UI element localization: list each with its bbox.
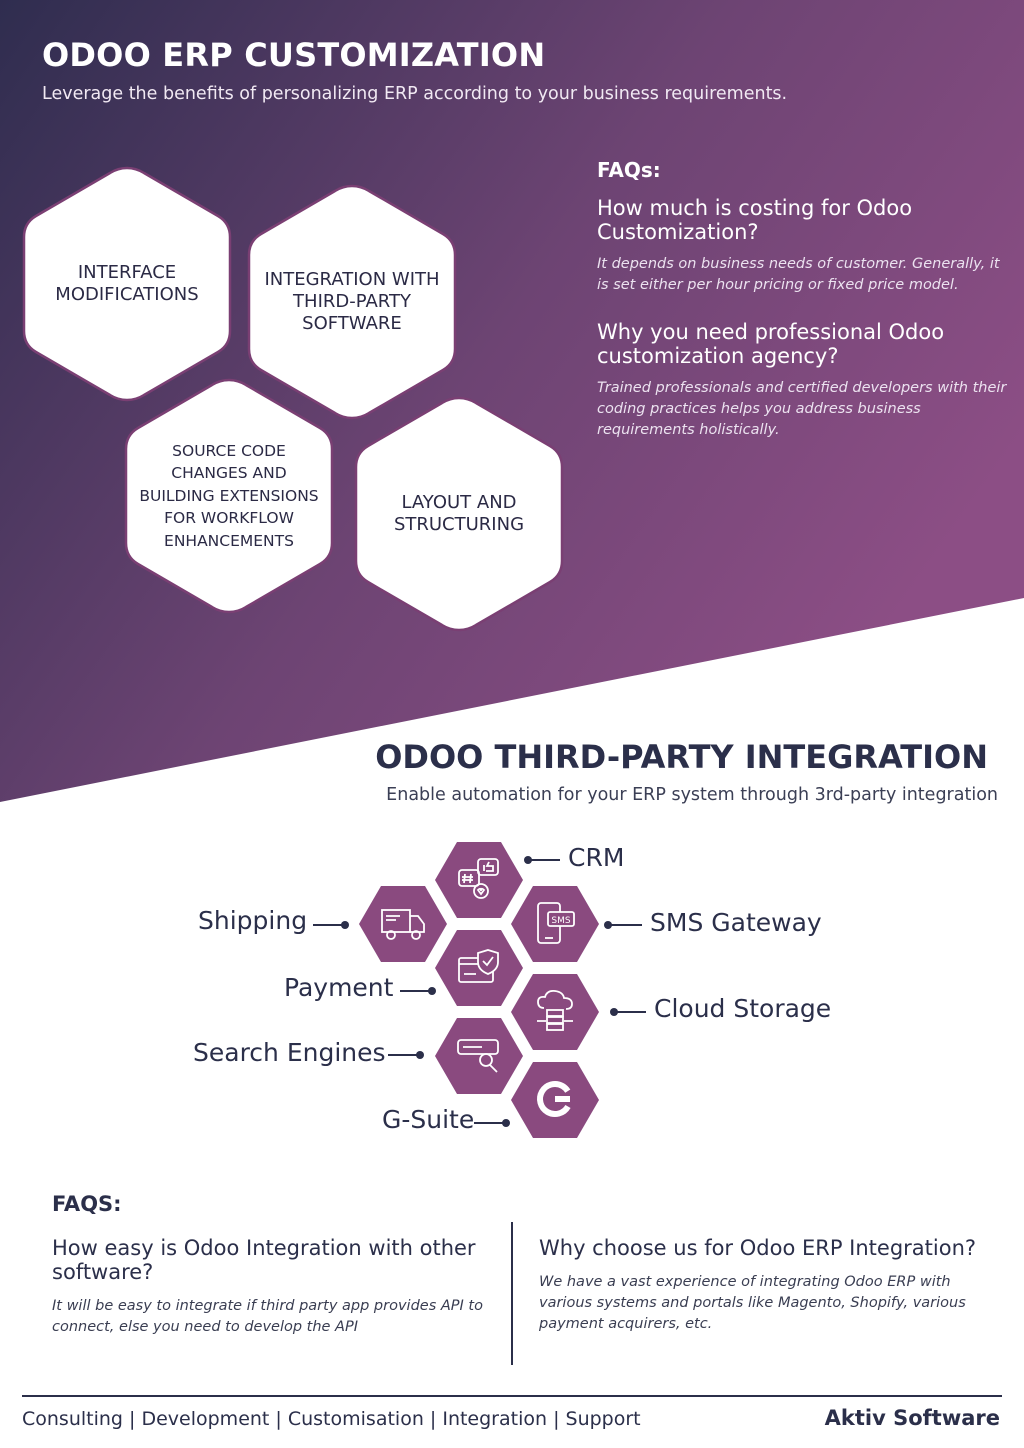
search-engines-hex [434, 1016, 524, 1096]
faq-answer: It will be easy to integrate if third pa… [52, 1298, 483, 1335]
customization-faq: FAQs: How much is costing for Odoo Custo… [597, 158, 1012, 465]
integration-faq-item: How easy is Odoo Integration with other … [52, 1236, 500, 1338]
faq-answer: Trained professionals and certified deve… [597, 380, 1007, 438]
faq-question: How much is costing for Odoo Customizati… [597, 196, 913, 244]
hex-label: SOURCE CODE CHANGES AND BUILDING EXTENSI… [139, 441, 319, 550]
payment-card-shield-icon [458, 949, 499, 983]
integration-label-payment: Payment [284, 973, 394, 1002]
integration-faq-heading: FAQS: [52, 1192, 122, 1216]
customization-title: ODOO ERP CUSTOMIZATION [42, 36, 546, 74]
faq-answer: It depends on business needs of customer… [597, 256, 1000, 293]
integration-subtitle: Enable automation for your ERP system th… [386, 785, 998, 805]
svg-text:SMS: SMS [551, 916, 570, 926]
crm-hex [434, 840, 524, 920]
g-suite-hex [510, 1060, 600, 1140]
integration-title: ODOO THIRD-PARTY INTEGRATION [375, 738, 988, 776]
payment-hex [434, 928, 524, 1008]
search-bar-icon [457, 1039, 499, 1073]
sms-phone-icon: SMS [537, 902, 575, 944]
connector-cloud-storage [610, 1008, 646, 1016]
faq-question: Why choose us for Odoo ERP Integration? [539, 1236, 977, 1260]
faq-answer: We have a vast experience of integrating… [539, 1274, 966, 1332]
hex-interface-modifications: INTERFACE MODIFICATIONS [22, 166, 232, 402]
connector-crm [524, 856, 560, 864]
cloud-server-icon [537, 989, 573, 1031]
footer-brand: Aktiv Software [824, 1406, 1000, 1430]
truck-icon [381, 909, 425, 940]
faq-question: Why you need professional Odoo customiza… [597, 320, 945, 368]
customization-subtitle: Leverage the benefits of personalizing E… [42, 84, 788, 104]
cloud-storage-hex [510, 972, 600, 1052]
connector-sms-gateway [604, 921, 642, 929]
footer-services: Consulting | Development | Customisation… [22, 1408, 641, 1430]
shipping-hex [358, 884, 448, 964]
integration-label-g-suite: G-Suite [382, 1105, 475, 1134]
google-g-icon [537, 1081, 573, 1117]
hex-label: INTEGRATION WITH THIRD-PARTY SOFTWARE [264, 269, 440, 334]
integration-label-search-engines: Search Engines [193, 1038, 386, 1067]
connector-payment [400, 987, 436, 995]
faq-divider [511, 1222, 513, 1365]
footer-divider [22, 1395, 1002, 1397]
hex-layout-structuring: LAYOUT AND STRUCTURING [354, 396, 564, 632]
connector-search-engines [388, 1051, 424, 1059]
hex-label: LAYOUT AND STRUCTURING [393, 492, 525, 535]
integration-label-sms-gateway: SMS Gateway [650, 908, 822, 937]
faq-question: How easy is Odoo Integration with other … [52, 1236, 476, 1284]
integration-label-cloud-storage: Cloud Storage [654, 994, 832, 1023]
connector-g-suite [474, 1119, 510, 1127]
integration-faq-item: Why choose us for Odoo ERP Integration? … [539, 1236, 999, 1335]
hex-third-party-integration: INTEGRATION WITH THIRD-PARTY SOFTWARE [247, 184, 457, 420]
integration-label-shipping: Shipping [198, 906, 308, 935]
connector-shipping [313, 921, 349, 929]
hex-source-code-changes: SOURCE CODE CHANGES AND BUILDING EXTENSI… [124, 378, 334, 614]
hex-label: INTERFACE MODIFICATIONS [55, 262, 199, 305]
crm-social-icon [458, 858, 499, 899]
sms-gateway-hex: SMS [510, 884, 600, 964]
faq-heading: FAQs: [597, 158, 661, 182]
integration-label-crm: CRM [568, 843, 625, 872]
